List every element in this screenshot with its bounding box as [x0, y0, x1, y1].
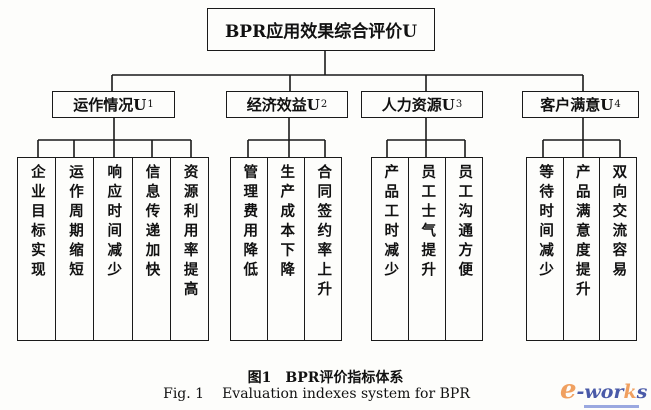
leaf-node: 产品工时减少 [372, 158, 409, 340]
logo-underline [584, 405, 639, 408]
leaf-label: 信息传递加快 [143, 164, 160, 281]
leaf-node: 双向交流容易 [600, 158, 636, 340]
logo-e: e [560, 375, 577, 405]
leaf-label: 资源利用率提高 [181, 164, 198, 301]
category-subscript: 1 [147, 99, 154, 110]
leaf-group-u2: 管理费用降低 生产成本下降 合同签约率上升 [230, 157, 342, 341]
leaf-label: 产品满意度提升 [573, 164, 590, 301]
leaf-label: 等待时间减少 [537, 164, 554, 281]
leaf-group-u3: 产品工时减少 员工士气提升 员工沟通方便 [371, 157, 483, 341]
leaf-label: 合同签约率上升 [315, 164, 332, 301]
leaf-node: 响应时间减少 [94, 158, 133, 340]
leaf-label: 产品工时减少 [382, 164, 399, 281]
leaf-node: 合同签约率上升 [305, 158, 341, 340]
leaf-node: 员工沟通方便 [446, 158, 482, 340]
leaf-label: 双向交流容易 [610, 164, 627, 281]
leaf-node: 生产成本下降 [268, 158, 305, 340]
figure-title: Evaluation indexes system for BPR [222, 386, 470, 402]
logo-text: -wor [576, 381, 624, 403]
category-label: 人力资源U [381, 96, 455, 114]
leaf-node: 信息传递加快 [133, 158, 171, 340]
leaf-group-u4: 等待时间减少 产品满意度提升 双向交流容易 [526, 157, 637, 341]
category-subscript: 4 [614, 99, 621, 110]
leaf-node: 运作周期缩短 [56, 158, 95, 340]
category-subscript: 3 [455, 99, 463, 110]
leaf-label: 管理费用降低 [241, 164, 258, 281]
logo-k: k [623, 381, 637, 403]
root-node: BPR应用效果综合评价U [207, 8, 435, 51]
leaf-label: 响应时间减少 [105, 164, 122, 281]
leaf-node: 企业目标实现 [18, 158, 57, 340]
leaf-label: 员工沟通方便 [456, 164, 473, 281]
category-label: 运作情况U [73, 96, 147, 114]
leaf-label: 企业目标实现 [28, 164, 45, 281]
eworks-logo: e-works [560, 375, 648, 408]
figure-caption-english: Fig. 1 Evaluation indexes system for BPR [0, 386, 651, 402]
leaf-node: 员工士气提升 [409, 158, 446, 340]
category-label: 客户满意U [540, 96, 614, 114]
leaf-node: 等待时间减少 [527, 158, 564, 340]
leaf-node: 资源利用率提高 [171, 158, 208, 340]
figure-number: Fig. 1 [163, 386, 205, 402]
leaf-label: 生产成本下降 [278, 164, 295, 281]
leaf-node: 产品满意度提升 [564, 158, 601, 340]
root-label: BPR应用效果综合评价U [224, 22, 418, 42]
category-subscript: 2 [320, 99, 328, 110]
leaf-label: 员工士气提升 [419, 164, 436, 281]
logo-s: s [636, 381, 648, 403]
category-label: 经济效益U [246, 96, 320, 114]
figure-caption-chinese: 图1 BPR评价指标体系 [247, 370, 404, 386]
leaf-label: 运作周期缩短 [67, 164, 84, 281]
leaf-node: 管理费用降低 [231, 158, 268, 340]
leaf-group-u1: 企业目标实现 运作周期缩短 响应时间减少 信息传递加快 资源利用率提高 [17, 157, 209, 341]
